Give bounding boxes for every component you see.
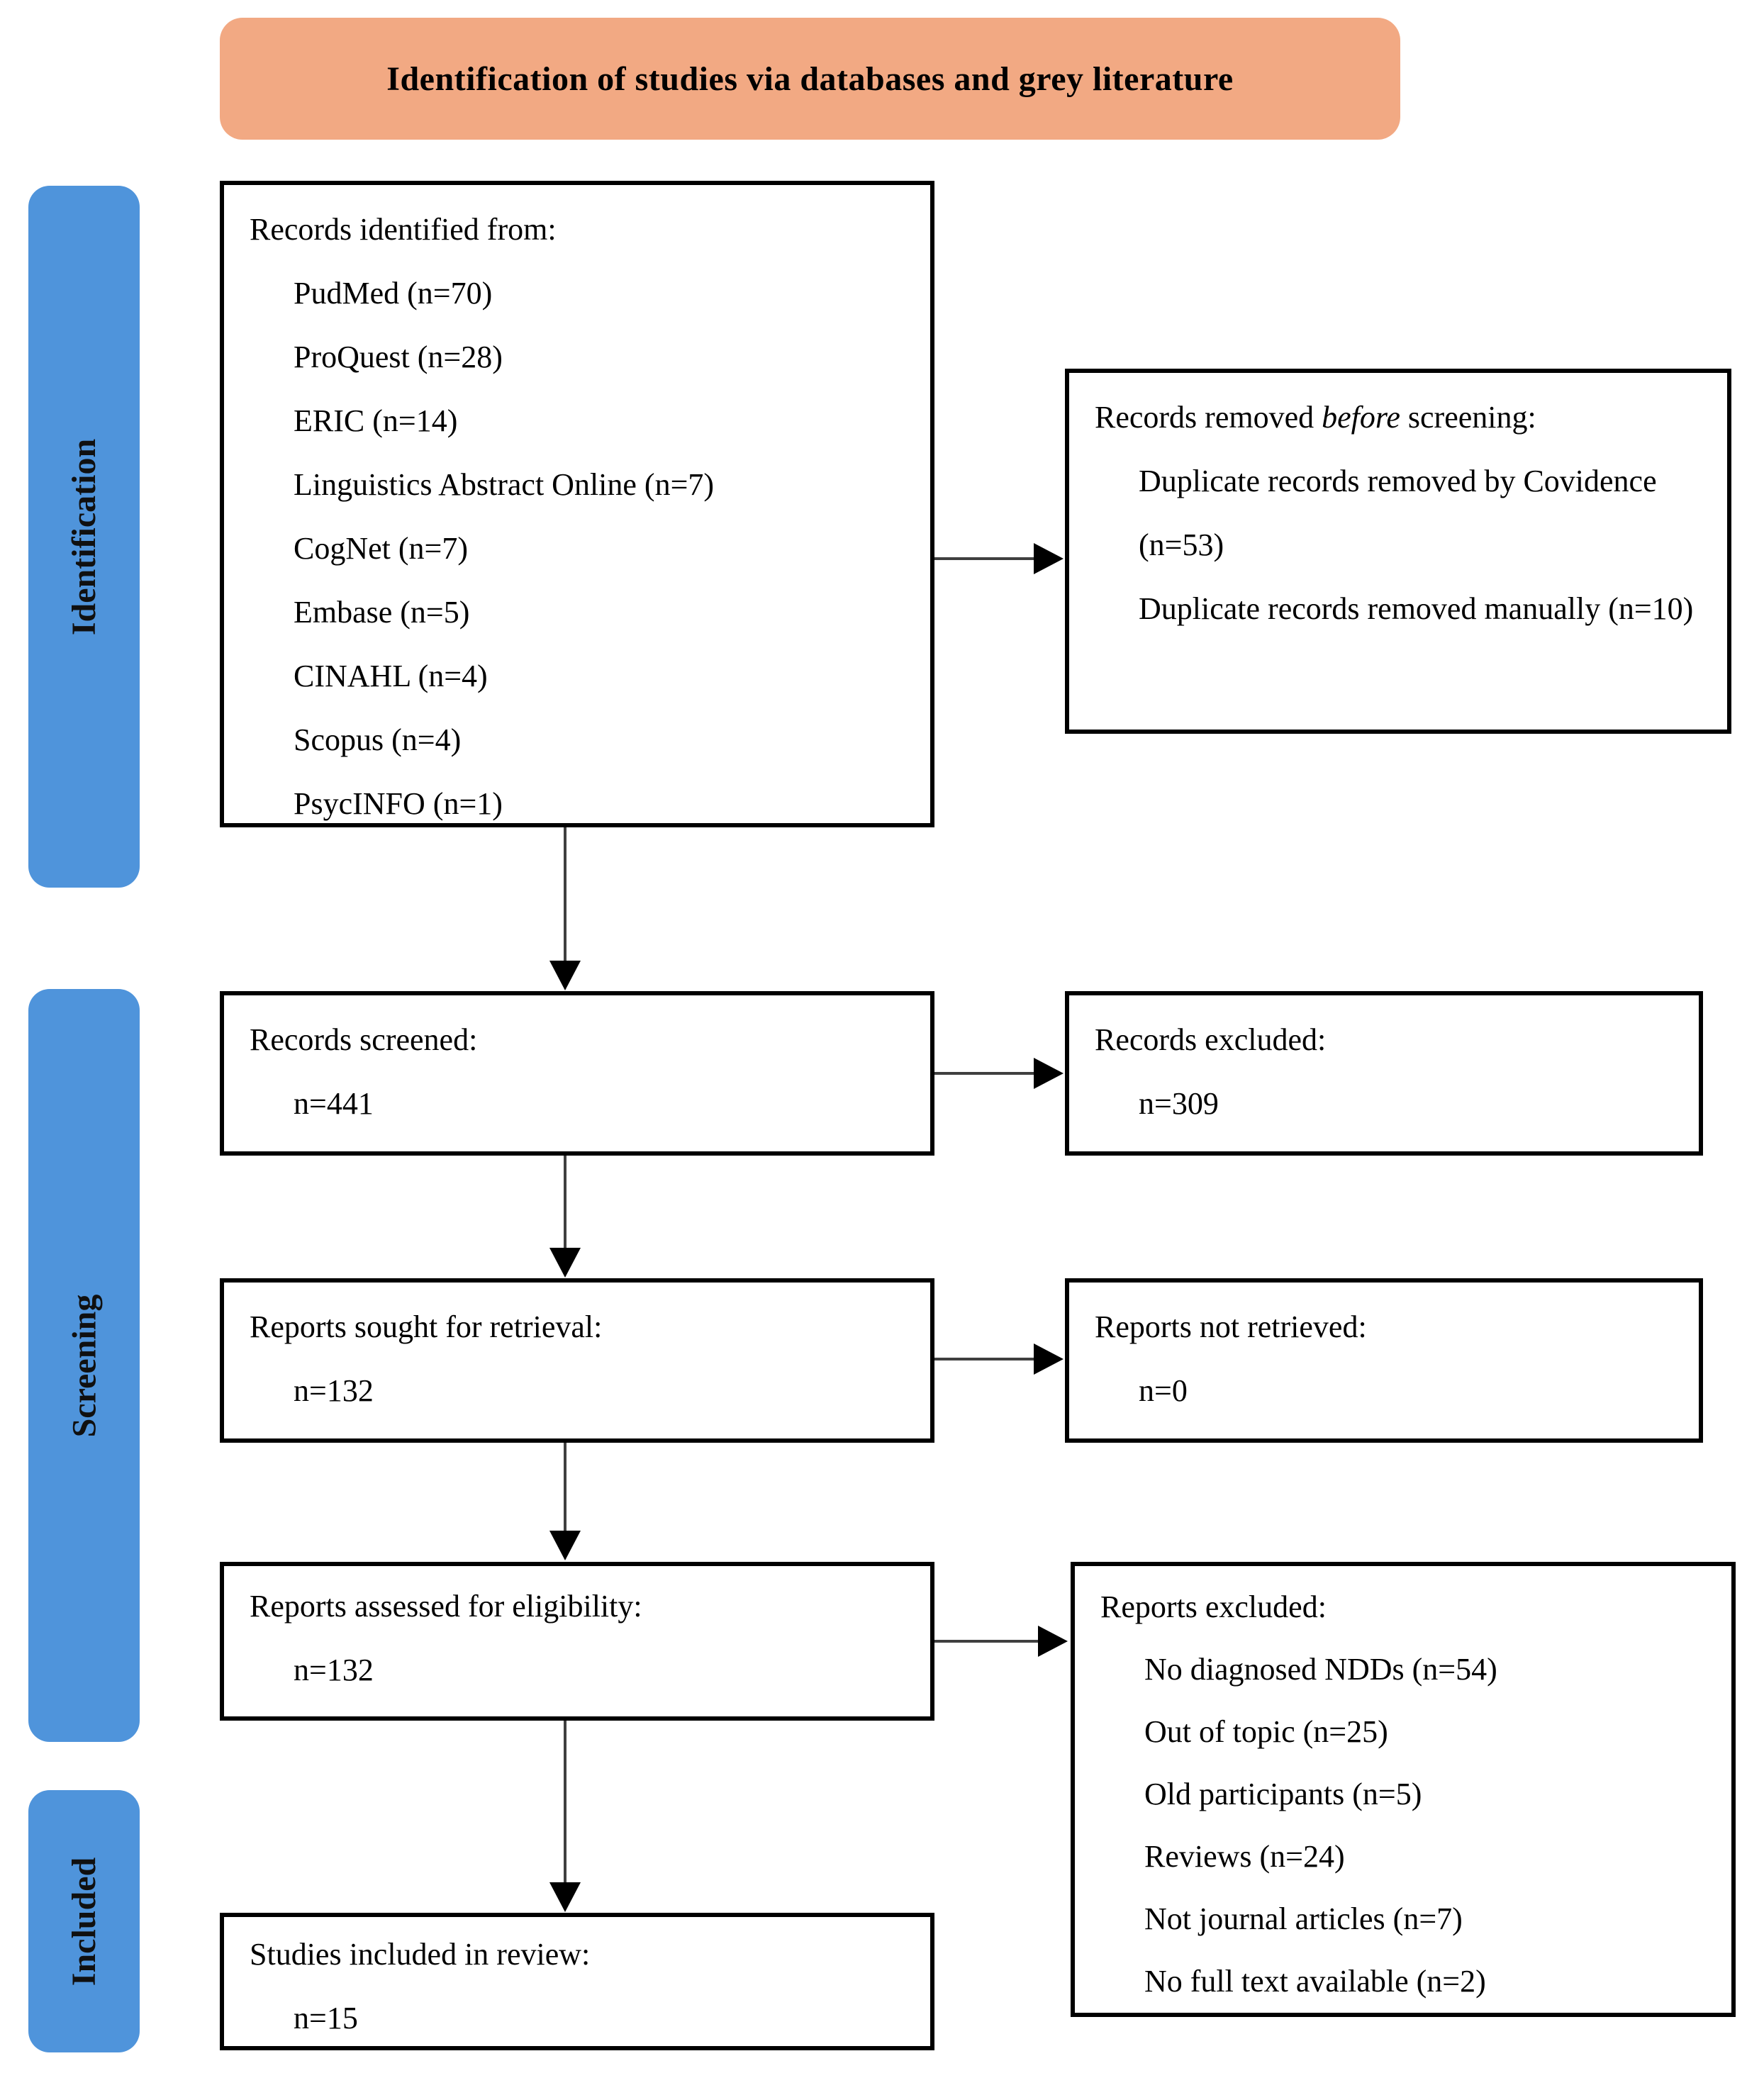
arrowhead-down-icon [549,961,581,990]
list-item: Out of topic (n=25) [1144,1714,1388,1749]
removed-reasons-list: Duplicate records removed by Covidence (… [1095,449,1709,641]
record-count: n=132 [294,1373,374,1408]
list-item: CogNet (n=7) [294,531,468,566]
arrowhead-right-icon [1034,1343,1064,1375]
list-item: ProQuest (n=28) [294,340,503,374]
stage-tab-screening: Screening [28,989,140,1742]
title-italic-word: before [1322,400,1400,435]
box-title: Reports sought for retrieval: [250,1309,603,1344]
box-title: Studies included in review: [250,1937,591,1972]
record-count: n=15 [294,2001,358,2035]
stage-tab-included: Included [28,1790,140,2052]
list-item: Duplicate records removed manually (n=10… [1139,591,1694,626]
connector-screened-to-sought [564,1156,566,1251]
box-title: Reports not retrieved: [1095,1309,1367,1344]
record-count: n=0 [1139,1373,1188,1408]
stage-label-included: Included [65,1857,103,1986]
list-item: CINAHL (n=4) [294,659,488,693]
stage-tab-identification: Identification [28,186,140,888]
arrowhead-right-icon [1034,1058,1064,1089]
list-item: No diagnosed NDDs (n=54) [1144,1652,1497,1687]
list-item: Reviews (n=24) [1144,1839,1345,1874]
box-title: Records identified from: [250,212,557,247]
list-item: Linguistics Abstract Online (n=7) [294,467,715,502]
connector-assessed-to-reports-excluded [934,1640,1042,1643]
arrowhead-down-icon [549,1882,581,1912]
title-text: screening: [1400,400,1536,435]
exclusion-reasons-list: No diagnosed NDDs (n=54) Out of topic (n=… [1100,1638,1713,2013]
box-studies-included: Studies included in review: n=15 [220,1913,934,2050]
stage-label-screening: Screening [65,1294,103,1437]
record-count: n=441 [294,1086,374,1121]
database-list: PudMed (n=70) ProQuest (n=28) ERIC (n=14) L… [250,262,912,823]
list-item: Duplicate records removed by Covidence (… [1139,464,1657,562]
arrowhead-down-icon [549,1248,581,1278]
box-reports-assessed: Reports assessed for eligibility: n=132 [220,1562,934,1721]
box-title: Records removed before screening: [1095,386,1709,449]
list-item: No full text available (n=2) [1144,1964,1486,1999]
box-records-screened: Records screened: n=441 [220,991,934,1156]
list-item: Not journal articles (n=7) [1144,1901,1463,1936]
stage-label-identification: Identification [65,438,103,635]
box-title: Records screened: [250,1022,478,1057]
diagram-title: Identification of studies via databases … [386,60,1234,98]
connector-screened-to-excluded [934,1072,1038,1075]
arrowhead-right-icon [1034,543,1064,574]
box-records-removed-before-screening: Records removed before screening: Duplic… [1065,369,1731,734]
connector-assessed-to-included [564,1721,566,1885]
list-item: PudMed (n=70) [294,276,493,311]
box-reports-excluded-reasons: Reports excluded: No diagnosed NDDs (n=5… [1071,1562,1736,2017]
connector-identified-to-removed [934,557,1038,560]
box-reports-sought: Reports sought for retrieval: n=132 [220,1278,934,1443]
list-item: ERIC (n=14) [294,403,458,438]
list-item: PsycINFO (n=1) [294,786,503,821]
list-item: Scopus (n=4) [294,722,462,757]
box-title: Records excluded: [1095,1022,1327,1057]
connector-identified-to-screened [564,827,566,964]
box-records-excluded: Records excluded: n=309 [1065,991,1703,1156]
box-title: Reports assessed for eligibility: [250,1589,642,1624]
connector-sought-to-not-retrieved [934,1358,1038,1360]
connector-sought-to-assessed [564,1443,566,1533]
arrowhead-down-icon [549,1531,581,1560]
diagram-header-banner: Identification of studies via databases … [220,18,1400,140]
box-reports-not-retrieved: Reports not retrieved: n=0 [1065,1278,1703,1443]
title-text: Records removed [1095,400,1322,435]
box-title: Reports excluded: [1100,1589,1327,1624]
record-count: n=309 [1139,1086,1219,1121]
record-count: n=132 [294,1653,374,1687]
box-records-identified: Records identified from: PudMed (n=70) Pr… [220,181,934,827]
arrowhead-right-icon [1038,1626,1068,1657]
list-item: Old participants (n=5) [1144,1777,1422,1811]
list-item: Embase (n=5) [294,595,470,630]
